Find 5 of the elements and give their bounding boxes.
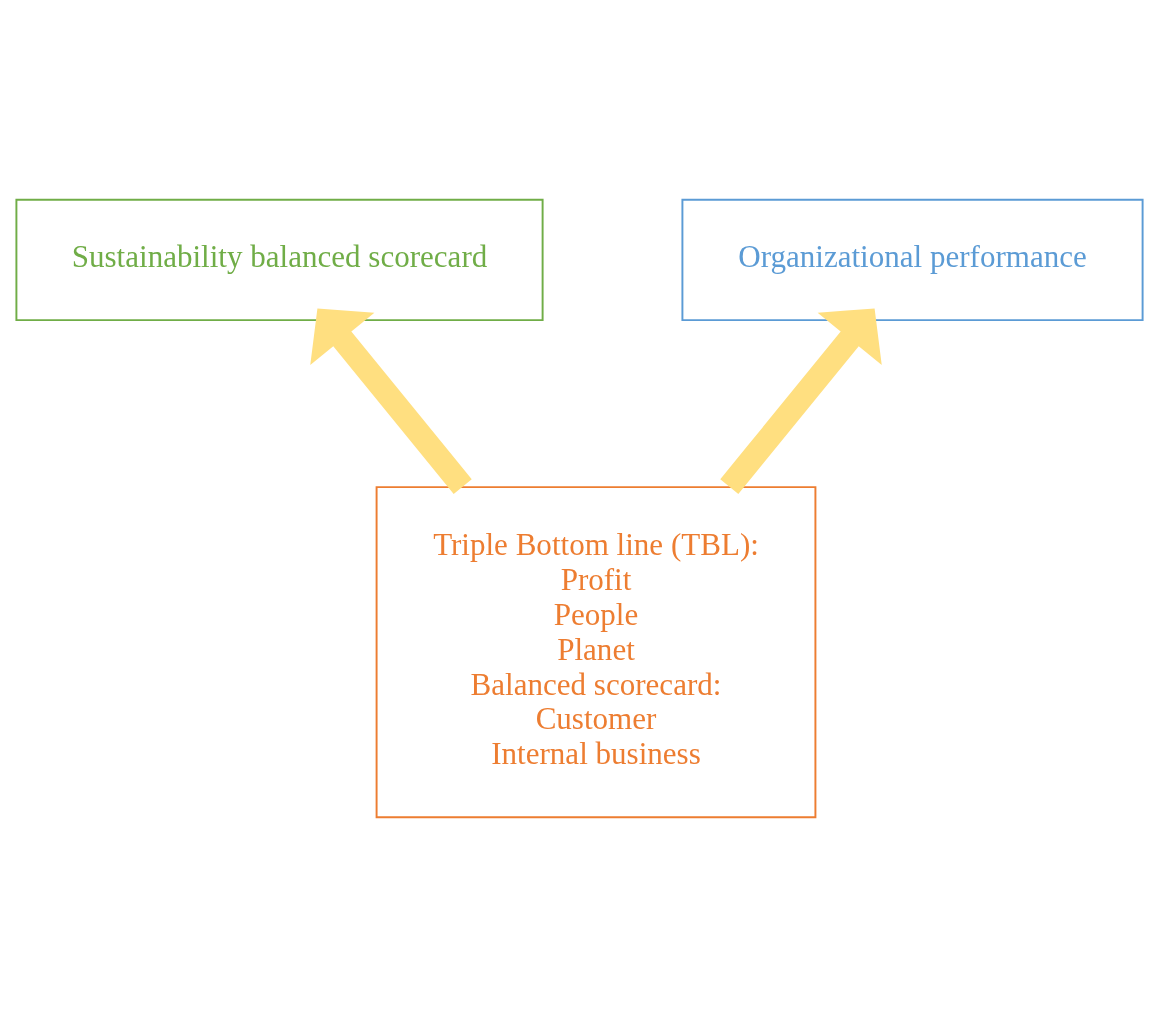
arrow [720,308,882,495]
arrow [310,308,472,495]
node-box: Organizational performance [681,198,1144,322]
node-box: Sustainability balanced scorecard [15,198,544,322]
node-box: Triple Bottom line (TBL): Profit People Planet Balanced scorecard: Customer Internal business [375,486,817,819]
